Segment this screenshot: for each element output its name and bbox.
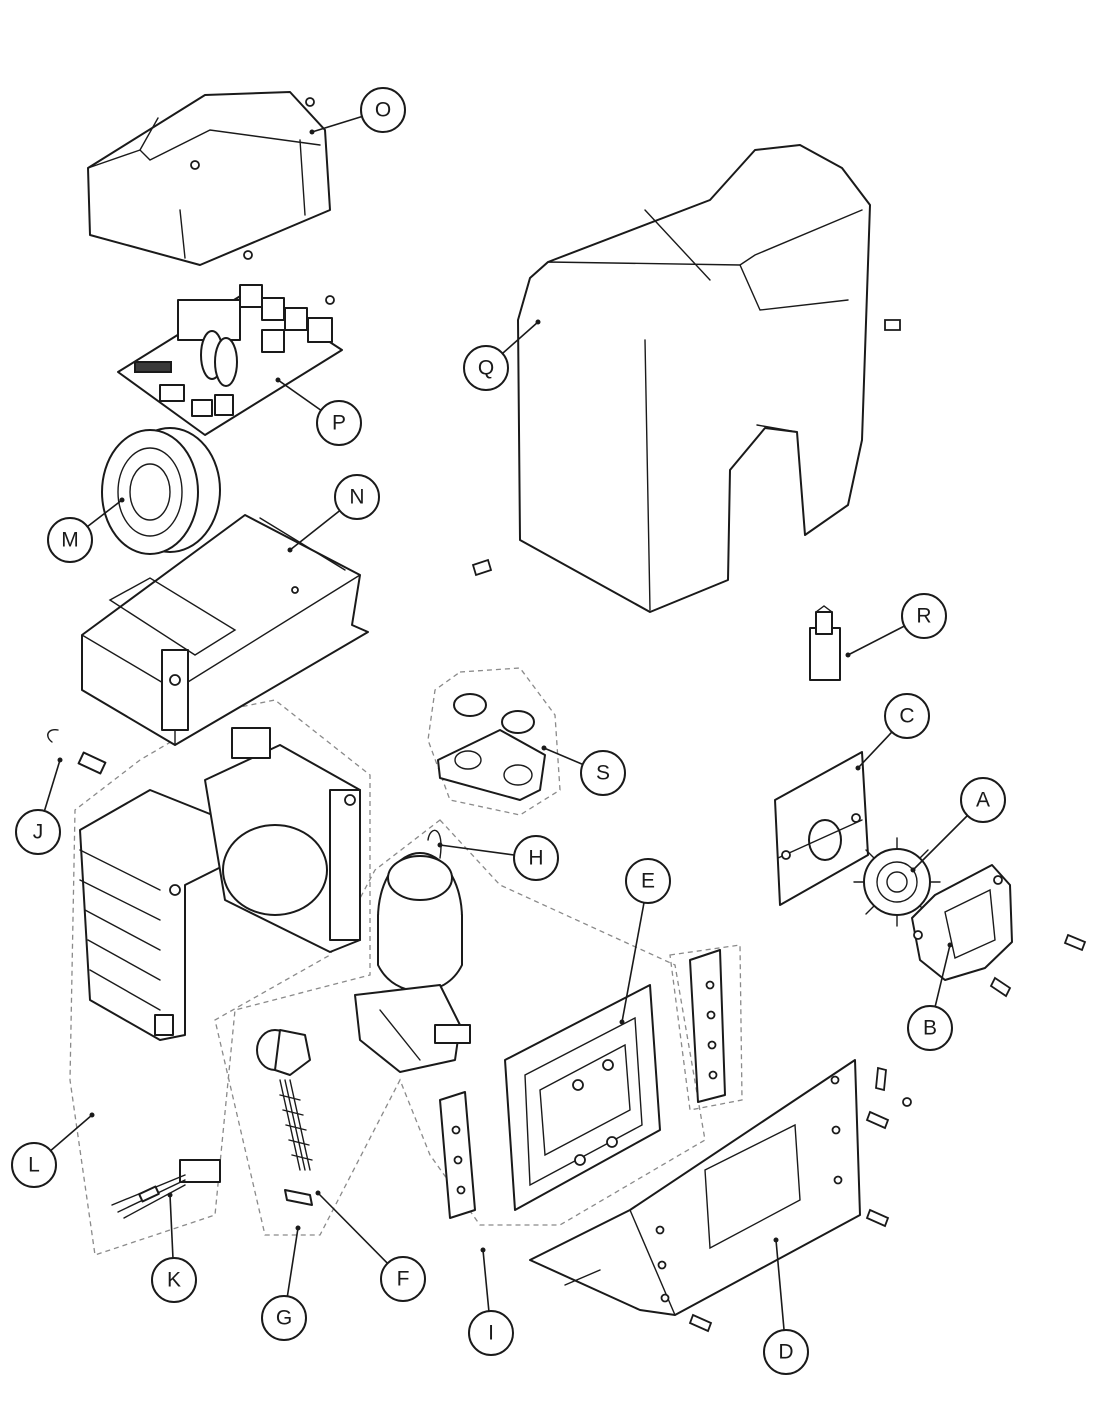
rail-i — [439, 949, 726, 1219]
callout-g: G — [261, 1225, 307, 1341]
callout-o-label: O — [375, 99, 391, 122]
callout-n: N — [287, 474, 380, 553]
plate-c — [774, 751, 869, 906]
callout-e-circle — [625, 858, 671, 904]
callout-f-label: F — [397, 1268, 410, 1291]
callout-c-label: C — [899, 705, 914, 728]
callout-i: I — [468, 1247, 514, 1356]
callout-o: O — [309, 87, 406, 135]
base-e — [504, 984, 661, 1211]
callout-d: D — [763, 1237, 809, 1375]
callout-l: L — [11, 1112, 95, 1188]
callout-s-label: S — [596, 762, 610, 785]
callout-k-label: K — [167, 1269, 181, 1292]
callout-b-label: B — [923, 1017, 937, 1040]
fuse-j — [47, 728, 107, 775]
circuit-board-p — [117, 284, 343, 436]
callout-c: C — [855, 693, 930, 771]
cover-o — [87, 91, 331, 266]
callout-k: K — [151, 1192, 197, 1303]
callout-d-circle — [763, 1329, 809, 1375]
callout-k-circle — [151, 1257, 197, 1303]
callout-b-circle — [907, 1005, 953, 1051]
callout-e-label: E — [641, 870, 655, 893]
group-outline-rails — [669, 944, 743, 1111]
callout-f-circle — [380, 1256, 426, 1302]
callout-e: E — [619, 858, 671, 1025]
callout-m: M — [47, 497, 125, 563]
callout-h-label: H — [528, 847, 543, 870]
callout-q: Q — [463, 319, 541, 391]
callout-p-label: P — [332, 412, 346, 435]
callout-r-circle — [901, 593, 947, 639]
callout-d-label: D — [778, 1341, 793, 1364]
bushings-s — [437, 693, 546, 801]
callout-g-label: G — [276, 1307, 292, 1330]
callout-m-label: M — [61, 529, 79, 552]
callout-s-circle — [580, 750, 626, 796]
encoder-g — [256, 1029, 313, 1206]
callout-s: S — [541, 745, 626, 796]
callout-q-label: Q — [478, 357, 494, 380]
capacitor-m — [101, 427, 221, 555]
callout-r: R — [845, 593, 947, 658]
callout-m-circle — [47, 517, 93, 563]
callout-a: A — [910, 777, 1006, 873]
callout-n-label: N — [349, 486, 364, 509]
housing-n — [81, 514, 369, 746]
callout-n-circle — [334, 474, 380, 520]
callout-c-circle — [884, 693, 930, 739]
callout-a-circle — [960, 777, 1006, 823]
gear-a — [853, 837, 941, 927]
callout-j-circle — [15, 809, 61, 855]
release-key-r — [809, 605, 841, 681]
transformer-l — [79, 727, 361, 1041]
callout-i-label: I — [488, 1322, 494, 1345]
callout-i-circle — [468, 1310, 514, 1356]
callout-f: F — [315, 1190, 426, 1302]
callout-l-circle — [11, 1142, 57, 1188]
motor-h — [354, 829, 471, 1073]
callout-r-label: R — [916, 605, 931, 628]
callout-l-label: L — [28, 1154, 40, 1177]
callout-j: J — [15, 757, 63, 855]
group-outline-motor — [214, 819, 706, 1236]
callout-p-circle — [316, 400, 362, 446]
callout-p: P — [275, 377, 362, 446]
callout-h: H — [437, 835, 559, 881]
callout-q-circle — [463, 345, 509, 391]
callout-j-label: J — [33, 821, 44, 844]
switch-k — [111, 1159, 221, 1219]
group-outline-transformer — [69, 699, 371, 1256]
callout-b: B — [907, 942, 953, 1051]
callout-o-circle — [360, 87, 406, 133]
callout-h-circle — [513, 835, 559, 881]
main-cover-q — [471, 144, 901, 613]
group-outlines — [69, 667, 743, 1256]
callout-a-label: A — [976, 789, 990, 812]
guard-b — [911, 864, 1087, 998]
callout-g-circle — [261, 1295, 307, 1341]
